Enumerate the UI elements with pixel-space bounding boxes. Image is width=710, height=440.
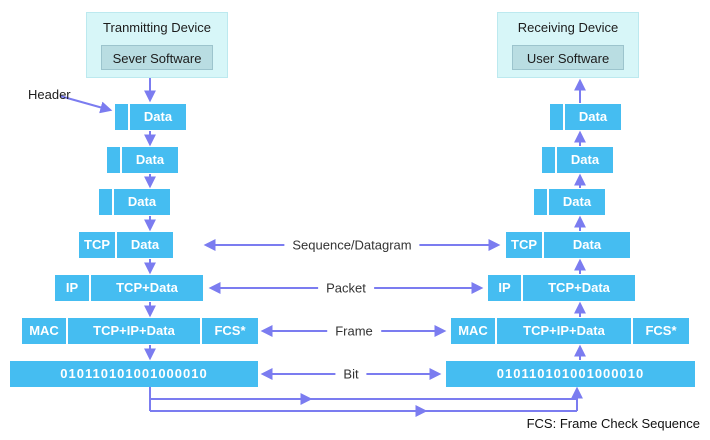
rx-tcp-data-segment: TCP+Data [523, 275, 635, 301]
packet-label: Packet [318, 280, 374, 296]
server-software-box: Sever Software [101, 45, 213, 70]
sequence-datagram-label: Sequence/Datagram [284, 237, 420, 253]
rx-ip-segment: IP [488, 275, 521, 301]
receiving-device-title: Receiving Device [517, 20, 619, 35]
fcs-footnote: FCS: Frame Check Sequence [526, 416, 700, 431]
tx-data-segment-1: Data [130, 104, 186, 130]
rx-data-segment-4: Data [544, 232, 630, 258]
rx-data-segment-1: Data [565, 104, 621, 130]
tx-mac-segment: MAC [22, 318, 66, 344]
tx-fcs-segment: FCS* [202, 318, 258, 344]
tx-data-segment-4: Data [117, 232, 173, 258]
tx-tcp-ip-data-segment: TCP+IP+Data [68, 318, 200, 344]
rx-fcs-segment: FCS* [633, 318, 689, 344]
bit-label: Bit [335, 366, 367, 382]
tx-data-segment-3: Data [114, 189, 170, 215]
receiving-device-box: Receiving Device User Software [497, 12, 639, 78]
rx-header-segment-3 [534, 189, 547, 215]
header-label: Header [28, 87, 71, 102]
rx-header-segment-1 [550, 104, 563, 130]
tx-header-segment-1 [115, 104, 128, 130]
rx-mac-segment: MAC [451, 318, 495, 344]
rx-tcp-ip-data-segment: TCP+IP+Data [497, 318, 631, 344]
rx-data-segment-3: Data [549, 189, 605, 215]
tx-tcp-segment: TCP [79, 232, 115, 258]
transmitting-device-box: Tranmitting Device Sever Software [86, 12, 228, 78]
transmitting-device-title: Tranmitting Device [103, 20, 211, 35]
tx-bit-segment: 010110101001000010 [10, 361, 258, 387]
tx-tcp-data-segment: TCP+Data [91, 275, 203, 301]
tx-header-segment-2 [107, 147, 120, 173]
user-software-box: User Software [512, 45, 624, 70]
rx-tcp-segment: TCP [506, 232, 542, 258]
tx-header-segment-3 [99, 189, 112, 215]
tx-data-segment-2: Data [122, 147, 178, 173]
rx-bit-segment: 010110101001000010 [446, 361, 695, 387]
tx-ip-segment: IP [55, 275, 89, 301]
frame-label: Frame [327, 323, 381, 339]
rx-header-segment-2 [542, 147, 555, 173]
rx-data-segment-2: Data [557, 147, 613, 173]
